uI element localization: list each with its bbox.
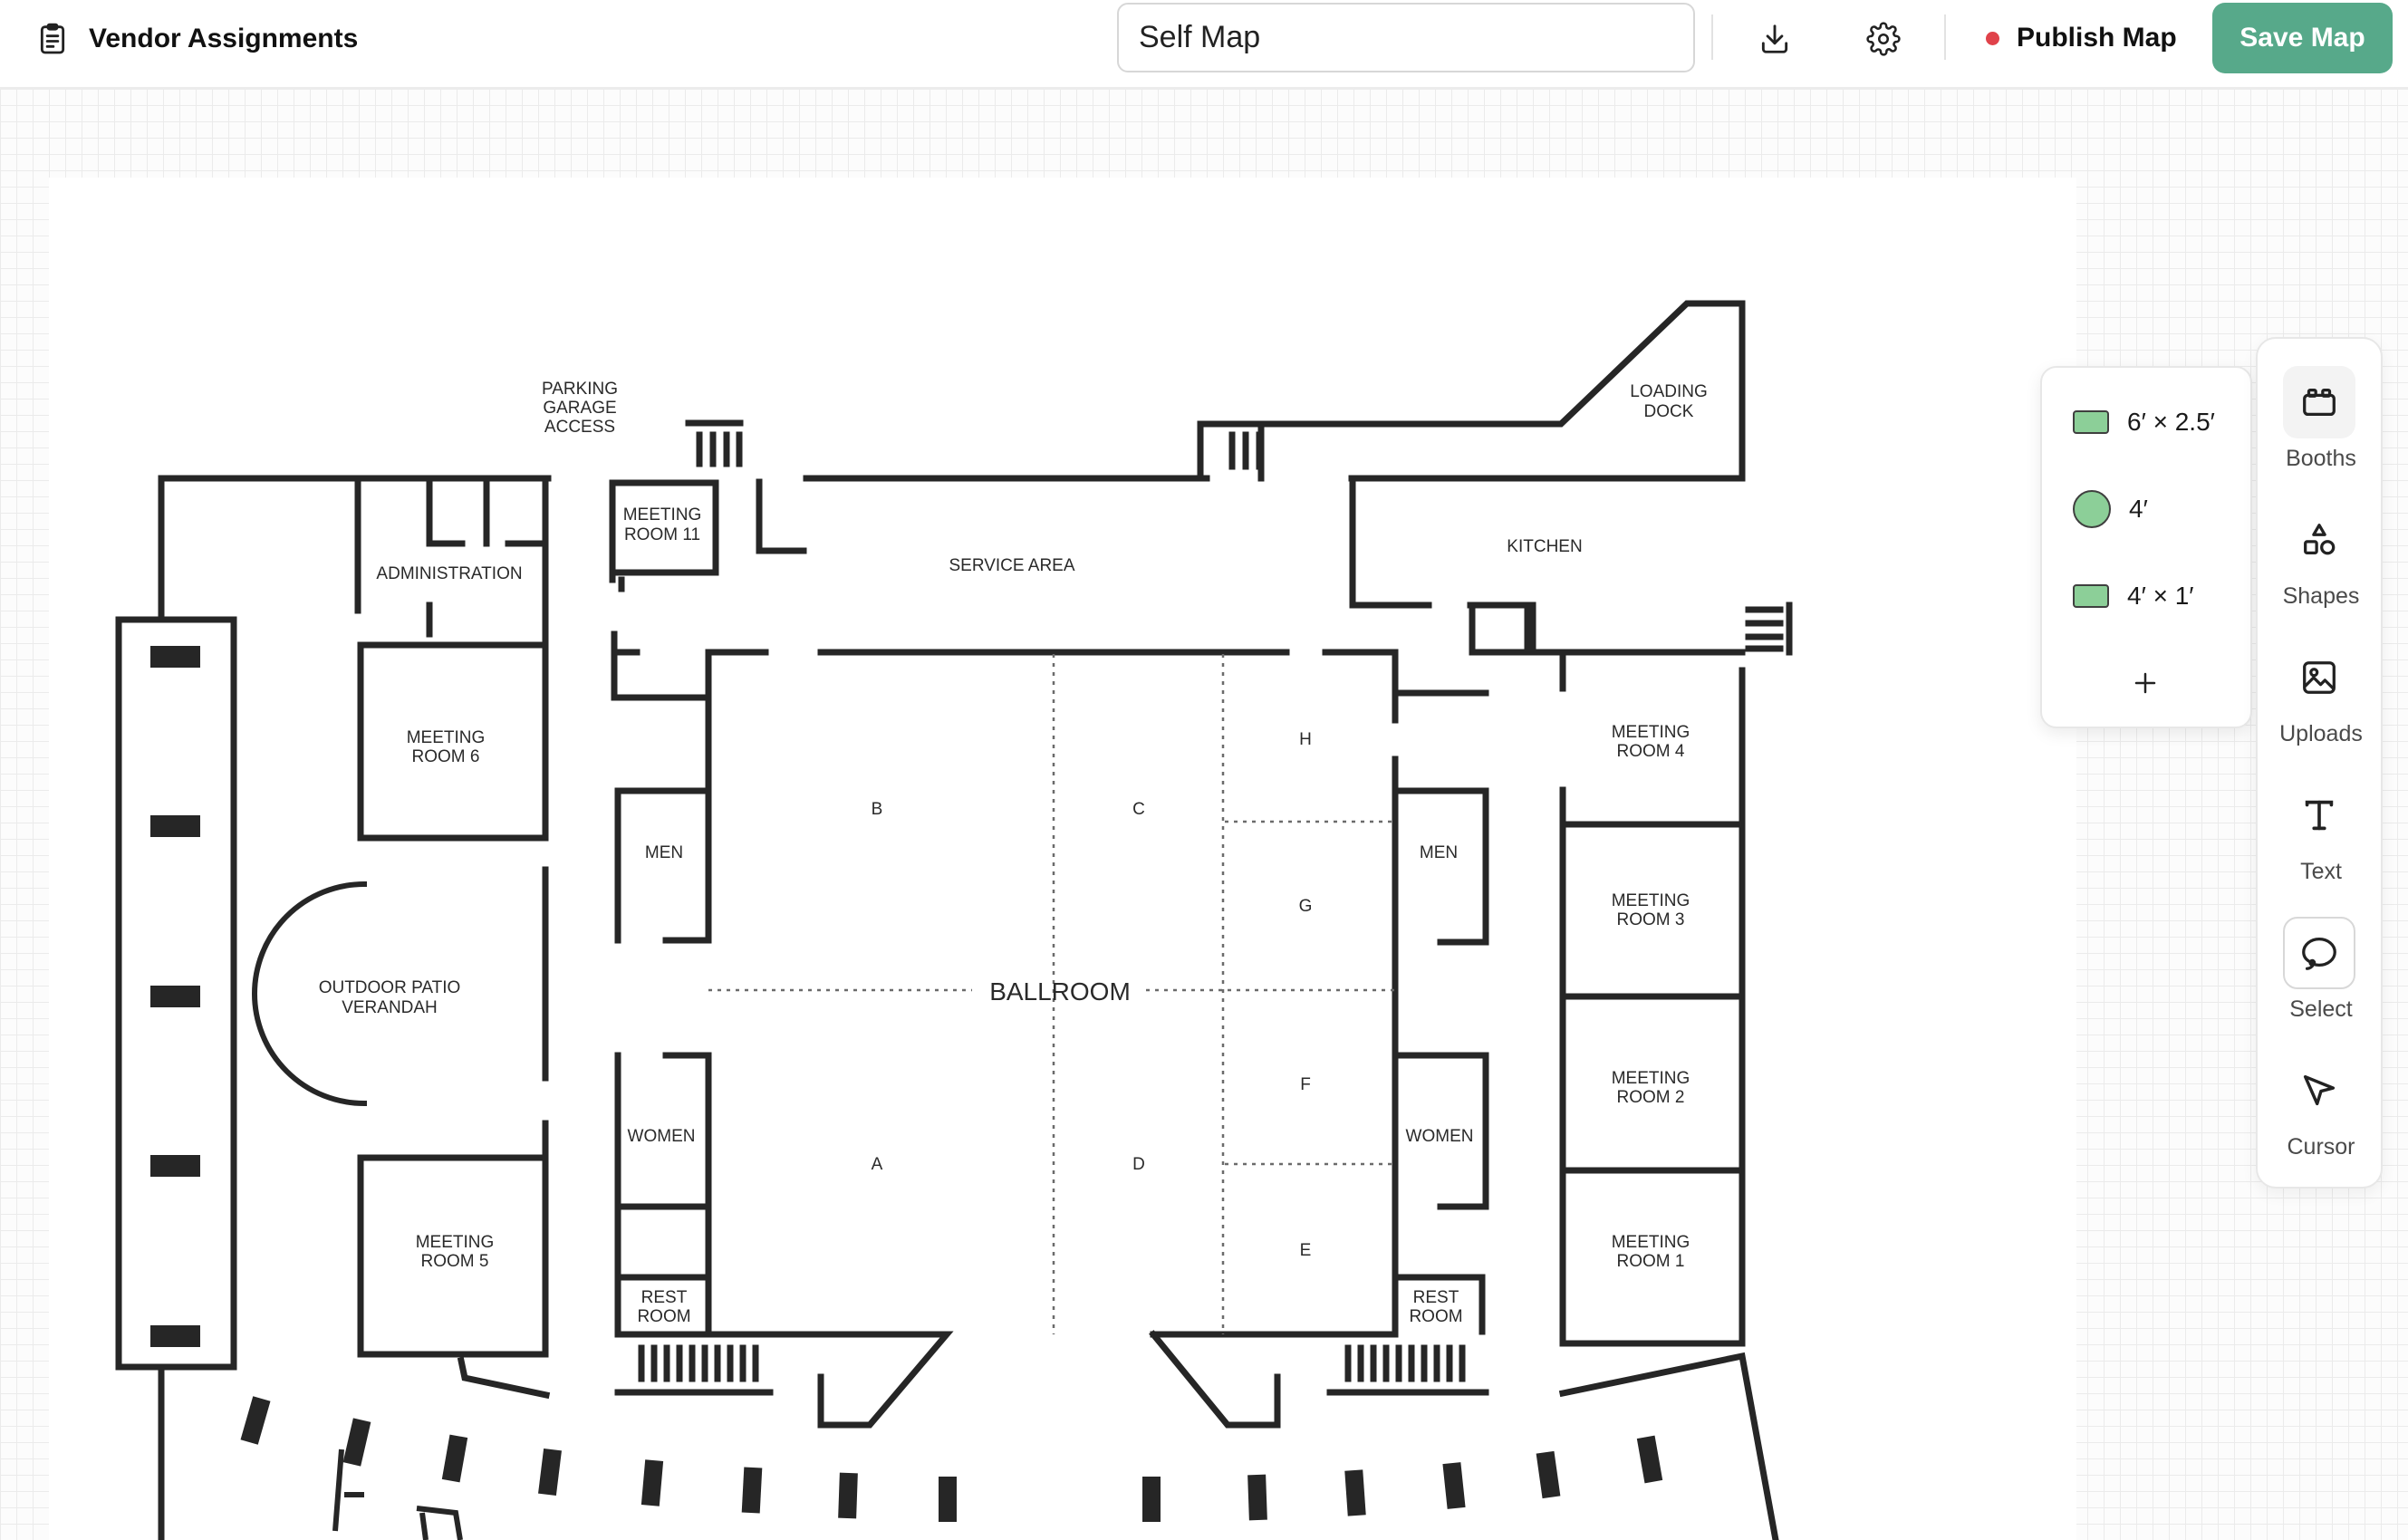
add-booth-type-button[interactable]	[2120, 658, 2171, 708]
meeting-room-11-label-1: MEETING	[623, 505, 702, 525]
shapes-icon	[2283, 504, 2355, 576]
booth-type-4-round[interactable]: 4′	[2073, 486, 2148, 532]
loading-dock-label-2: DOCK	[1644, 402, 1694, 421]
meeting-room-2-label-1: MEETING	[1612, 1069, 1690, 1088]
lower-left-walls	[332, 1449, 463, 1540]
booth-type-4x1[interactable]: 4′ × 1′	[2073, 573, 2194, 619]
tool-label: Select	[2289, 996, 2353, 1022]
rest-room-left-label-2: ROOM	[637, 1307, 690, 1326]
cursor-icon	[2283, 1054, 2355, 1127]
divider	[1711, 14, 1713, 60]
parking-label-1: PARKING	[542, 380, 618, 399]
meeting-room-6-label-1: MEETING	[407, 728, 486, 747]
ballroom-label: BALLROOM	[989, 977, 1131, 1006]
rest-room-right-label-1: REST	[1413, 1288, 1459, 1307]
booth-type-label: 6′ × 2.5′	[2127, 408, 2215, 436]
tool-palette: Booths Shapes Uploads	[2256, 337, 2383, 1189]
walls	[115, 300, 1793, 1540]
divider	[1944, 14, 1946, 60]
uploads-icon	[2283, 641, 2355, 714]
floorplan-labels: PARKING GARAGE ACCESS LOADING DOCK MEETI…	[319, 380, 1708, 1326]
meeting-room-3-label-2: ROOM 3	[1617, 910, 1685, 929]
parking-label-3: ACCESS	[544, 418, 615, 437]
drop-off-markers	[240, 1396, 1663, 1522]
booth-swatch-rectangle	[2073, 584, 2109, 608]
settings-button[interactable]	[1858, 16, 1909, 62]
section-d-label: D	[1132, 1155, 1145, 1174]
rest-room-left-label-1: REST	[641, 1288, 688, 1307]
app-title: Vendor Assignments	[34, 18, 358, 60]
tool-select[interactable]: Select	[2258, 917, 2384, 1044]
text-icon	[2283, 779, 2355, 852]
booth-type-label: 4′	[2129, 495, 2148, 523]
tool-cursor[interactable]: Cursor	[2258, 1054, 2384, 1181]
booths-icon	[2283, 366, 2355, 438]
publish-map-label: Publish Map	[2017, 23, 2177, 53]
administration-label: ADMINISTRATION	[376, 564, 522, 583]
tool-label: Text	[2300, 859, 2342, 884]
meeting-room-3-label-1: MEETING	[1612, 891, 1690, 910]
men-left-label: MEN	[645, 843, 683, 862]
loading-dock-label-1: LOADING	[1630, 382, 1708, 401]
meeting-room-6-label-2: ROOM 6	[412, 747, 480, 766]
partition-lines	[708, 654, 1395, 1334]
booth-type-6x2-5[interactable]: 6′ × 2.5′	[2073, 399, 2215, 445]
map-paper	[49, 178, 2076, 1540]
booth-types-panel: 6′ × 2.5′ 4′ 4′ × 1′	[2040, 366, 2252, 728]
section-f-label: F	[1300, 1075, 1311, 1094]
patio-label-1: OUTDOOR PATIO	[319, 978, 461, 997]
meeting-room-5-label-2: ROOM 5	[421, 1252, 489, 1271]
men-right-label: MEN	[1420, 843, 1458, 862]
unpublished-status-dot	[1986, 31, 1999, 45]
tool-label: Booths	[2286, 446, 2356, 471]
tool-text[interactable]: Text	[2258, 779, 2384, 906]
tool-uploads[interactable]: Uploads	[2258, 641, 2384, 768]
download-button[interactable]	[1749, 16, 1800, 62]
tool-label: Uploads	[2279, 721, 2363, 746]
publish-map-button[interactable]: Publish Map	[1986, 13, 2177, 63]
tool-label: Shapes	[2282, 583, 2360, 609]
meeting-room-11-label-2: ROOM 11	[624, 525, 700, 544]
parking-label-2: GARAGE	[543, 399, 616, 418]
meeting-room-4-label-2: ROOM 4	[1617, 742, 1685, 761]
meeting-room-1-label-2: ROOM 1	[1617, 1252, 1685, 1271]
lasso-icon	[2283, 917, 2355, 989]
meeting-room-2-label-2: ROOM 2	[1617, 1088, 1685, 1107]
booth-type-label: 4′ × 1′	[2127, 582, 2194, 610]
section-h-label: H	[1299, 730, 1312, 749]
section-b-label: B	[872, 800, 883, 819]
meeting-room-5-label-1: MEETING	[416, 1233, 495, 1252]
tool-booths[interactable]: Booths	[2258, 366, 2384, 493]
section-c-label: C	[1132, 800, 1145, 819]
section-a-label: A	[872, 1155, 883, 1174]
rest-room-right-label-2: ROOM	[1409, 1307, 1462, 1326]
patio-label-2: VERANDAH	[342, 998, 438, 1017]
corridor-markers	[150, 646, 200, 1347]
top-bar: Vendor Assignments Publish Map Save Map	[0, 0, 2408, 89]
clipboard-icon	[40, 23, 65, 54]
section-g-label: G	[1299, 897, 1313, 916]
map-name-input[interactable]	[1117, 3, 1695, 72]
meeting-room-1-label-1: MEETING	[1612, 1233, 1690, 1252]
women-left-label: WOMEN	[628, 1127, 696, 1146]
section-e-label: E	[1300, 1241, 1312, 1260]
booth-swatch-circle	[2073, 490, 2111, 528]
women-right-label: WOMEN	[1406, 1127, 1474, 1146]
tool-shapes[interactable]: Shapes	[2258, 504, 2384, 630]
save-map-button[interactable]: Save Map	[2212, 3, 2393, 73]
page-title: Vendor Assignments	[89, 24, 359, 53]
gear-icon	[1866, 22, 1901, 56]
meeting-room-4-label-1: MEETING	[1612, 723, 1690, 742]
plus-icon	[2134, 672, 2156, 694]
kitchen-label: KITCHEN	[1507, 537, 1582, 556]
tool-label: Cursor	[2287, 1134, 2355, 1160]
download-icon	[1761, 24, 1788, 53]
service-area-label: SERVICE AREA	[949, 556, 1074, 575]
booth-swatch-rectangle	[2073, 410, 2109, 434]
